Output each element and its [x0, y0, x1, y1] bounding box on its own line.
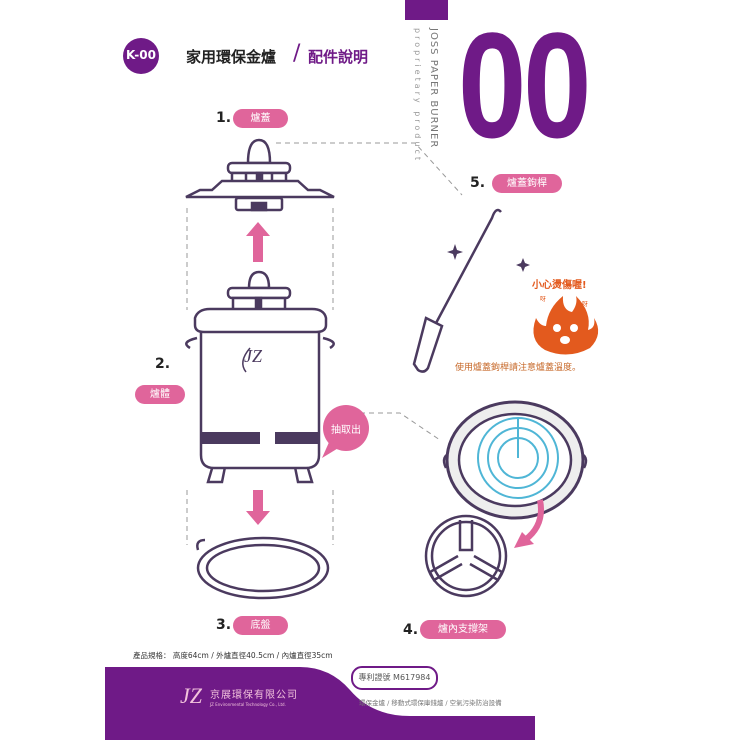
arrow-down-icon — [246, 490, 270, 525]
warning-title: 小心燙傷喔! — [532, 280, 587, 291]
product-specs: 產品規格： 高度64cm / 外爐直徑40.5cm / 內爐直徑35cm — [133, 651, 333, 660]
part-5-number: 5. — [470, 175, 486, 191]
base-plate-illustration — [196, 536, 330, 600]
burner-body-illustration: JZ — [185, 270, 335, 484]
inner-pot-top-view — [442, 400, 588, 520]
company-logo: JZ — [180, 683, 202, 708]
sparkle-icons — [447, 244, 530, 272]
part-1-number: 1. — [216, 110, 232, 126]
product-line-item: 移動式環保庫錢爐 — [391, 699, 444, 707]
dashed-guides — [186, 142, 463, 545]
curved-arrow-icon — [523, 499, 544, 543]
vertical-subtitle: proprietary product — [413, 28, 422, 163]
company-name: 京展環保有限公司 — [210, 690, 298, 701]
hook-rod-illustration — [412, 208, 502, 373]
flame-mascot-icon — [533, 296, 599, 355]
part-3-number: 3. — [216, 617, 232, 633]
vertical-title: JOSS PAPER BURNER — [428, 28, 439, 149]
lid-illustration — [185, 138, 335, 212]
footer-band — [105, 667, 535, 740]
patent-badge: 專利證號 M617984 — [351, 666, 438, 690]
part-1-label: 爐蓋 — [233, 109, 288, 128]
model-badge: K-00 — [126, 48, 156, 62]
mascot-mark-left: 呀 — [540, 296, 547, 303]
part-4-label: 爐內支撐架 — [420, 620, 506, 639]
support-frame-illustration — [424, 514, 508, 598]
title-slash: / — [293, 41, 301, 66]
pull-out-text: 抽取出 — [331, 425, 361, 436]
product-line-item: 空氣污染防治設備 — [449, 699, 502, 707]
part-2-label: 爐體 — [135, 385, 185, 404]
page-title: 家用環保金爐 — [186, 48, 277, 66]
header-accent-block — [405, 0, 448, 20]
body-logo: JZ — [244, 346, 263, 366]
warning-caption: 使用爐蓋鉤桿請注意爐蓋溫度。 — [455, 363, 582, 373]
page-subtitle: 配件說明 — [308, 48, 369, 66]
part-2-number: 2. — [155, 356, 171, 372]
part-5-label: 爐蓋鉤桿 — [492, 174, 562, 193]
part-3-label: 底盤 — [233, 616, 288, 635]
part-4-number: 4. — [403, 622, 419, 638]
product-lines: 環保金爐 / 移動式環保庫錢爐 / 空氣污染防治設備 — [359, 699, 502, 707]
pull-out-bubble — [322, 405, 369, 458]
arrow-up-icon — [246, 222, 270, 262]
big-number: 00 — [458, 1, 592, 169]
badge-circle — [123, 38, 159, 74]
company-english: JZ Environmental Technology Co., Ltd. — [210, 702, 286, 707]
product-line-item: 環保金爐 — [359, 699, 385, 707]
mascot-mark-right: 呀 — [582, 301, 589, 308]
